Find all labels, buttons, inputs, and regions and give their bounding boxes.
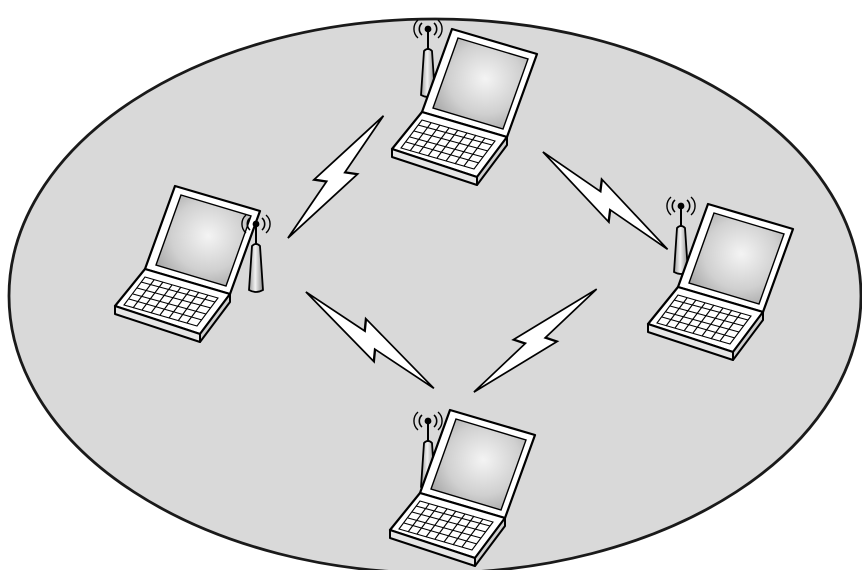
network-area (7, 17, 862, 570)
